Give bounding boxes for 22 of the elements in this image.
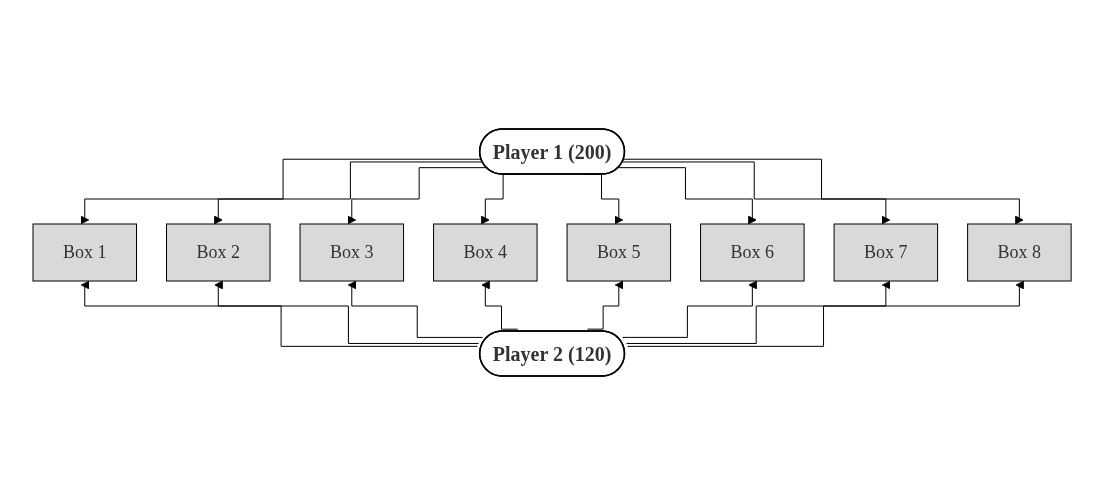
node-box: Box 2	[165, 223, 271, 281]
arrow	[480, 280, 519, 330]
arrow	[622, 160, 891, 224]
node-box: Box 7	[833, 223, 939, 281]
node-box: Box 5	[566, 223, 671, 281]
arrow	[213, 160, 483, 224]
arrow	[626, 280, 891, 344]
arrow	[627, 280, 1024, 347]
arrow	[623, 158, 1024, 224]
node-box: Box 3	[299, 223, 404, 281]
arrow	[80, 280, 478, 347]
arrow	[347, 166, 487, 224]
arrow	[621, 280, 757, 338]
node-box: Box 4	[433, 223, 538, 281]
arrow	[586, 280, 624, 330]
arrow	[80, 158, 482, 224]
node-box: Box 8	[967, 223, 1072, 281]
arrow	[347, 280, 484, 338]
arrow	[618, 166, 757, 224]
node-box: Box 1	[32, 223, 137, 281]
node-box: Box 6	[700, 223, 805, 281]
arrow	[213, 280, 479, 344]
